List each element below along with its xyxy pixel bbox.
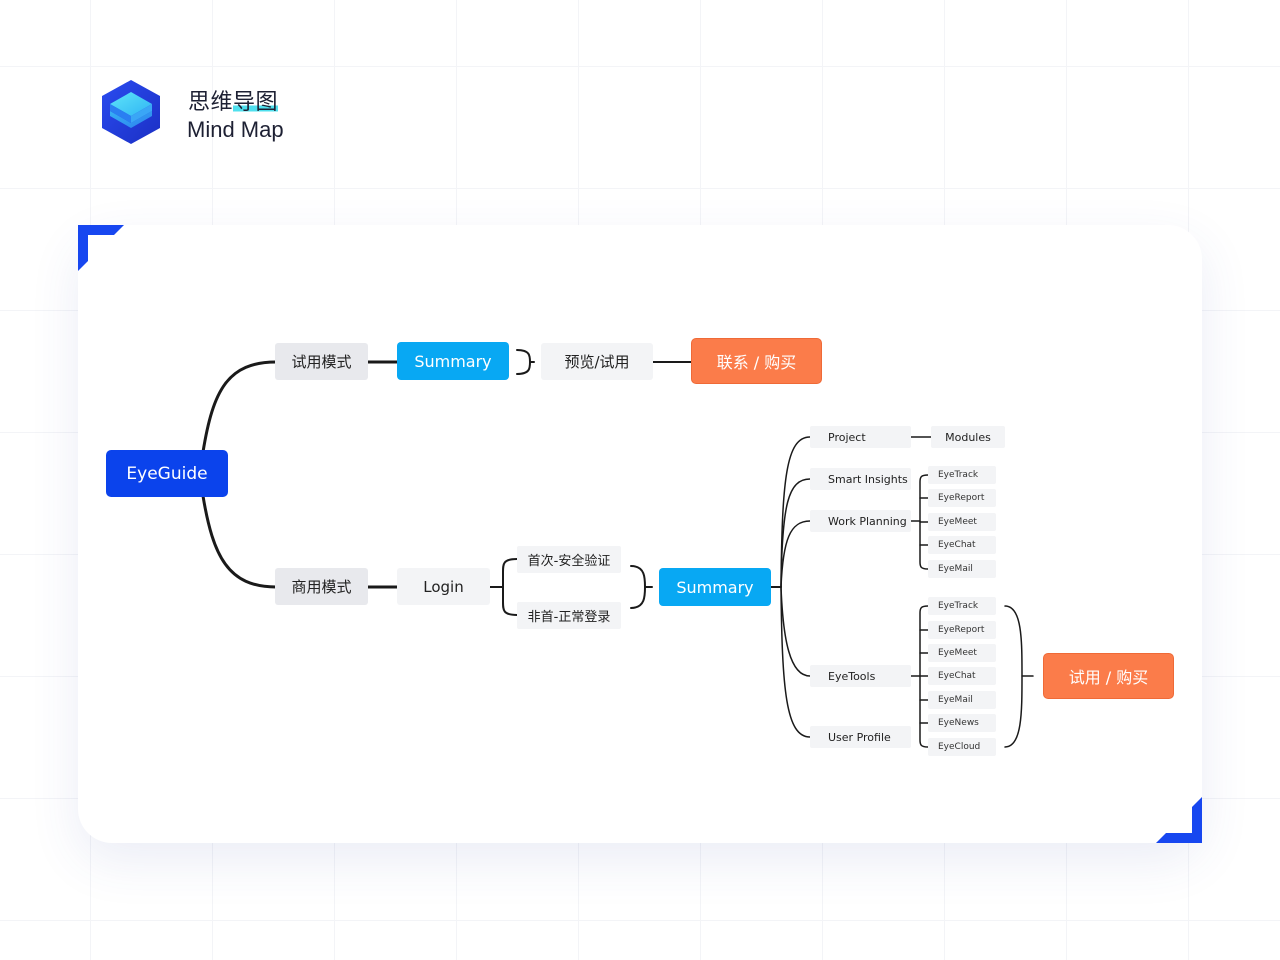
group2-eyemail-node[interactable]: EyeMail — [928, 691, 996, 709]
group1-eyemail-node[interactable]: EyeMail — [928, 560, 996, 578]
mindmap-card — [78, 225, 1202, 843]
page-title-en: Mind Map — [187, 117, 284, 142]
group2-eyemeet-node[interactable]: EyeMeet — [928, 644, 996, 662]
trial-buy-button[interactable]: 试用 / 购买 — [1043, 653, 1174, 699]
commercial-summary-node[interactable]: Summary — [659, 568, 771, 606]
first-login-node[interactable]: 首次-安全验证 — [517, 546, 621, 573]
root-node[interactable]: EyeGuide — [106, 450, 228, 497]
group2-eyenews-node[interactable]: EyeNews — [928, 714, 996, 732]
contact-buy-button[interactable]: 联系 / 购买 — [691, 338, 822, 384]
login-node[interactable]: Login — [397, 568, 490, 605]
eyetools-node[interactable]: EyeTools — [810, 665, 911, 687]
group1-eyetrack-node[interactable]: EyeTrack — [928, 466, 996, 484]
trial-summary-node[interactable]: Summary — [397, 342, 509, 380]
group1-eyereport-node[interactable]: EyeReport — [928, 489, 996, 507]
commercial-mode-node[interactable]: 商用模式 — [275, 568, 368, 605]
title-cn-part1: 思维 — [188, 90, 234, 115]
group1-eyechat-node[interactable]: EyeChat — [928, 536, 996, 554]
corner-bracket-top-left — [78, 225, 124, 271]
group2-eyetrack-node[interactable]: EyeTrack — [928, 597, 996, 615]
page-title-cn: 思维导图 — [188, 84, 279, 116]
trial-mode-node[interactable]: 试用模式 — [275, 343, 368, 380]
normal-login-node[interactable]: 非首-正常登录 — [517, 602, 621, 629]
project-node[interactable]: Project — [810, 426, 911, 448]
title-cn-highlight: 导图 — [233, 90, 279, 115]
corner-bracket-bottom-right — [1156, 797, 1202, 843]
modules-node[interactable]: Modules — [931, 426, 1005, 448]
user-profile-node[interactable]: User Profile — [810, 726, 911, 748]
mind-map-logo-icon — [102, 80, 160, 144]
group2-eyereport-node[interactable]: EyeReport — [928, 621, 996, 639]
group1-eyemeet-node[interactable]: EyeMeet — [928, 513, 996, 531]
smart-insights-node[interactable]: Smart Insights — [810, 468, 911, 490]
work-planning-node[interactable]: Work Planning — [810, 510, 911, 532]
preview-trial-node[interactable]: 预览/试用 — [541, 343, 653, 380]
group2-eyecloud-node[interactable]: EyeCloud — [928, 738, 996, 756]
group2-eyechat-node[interactable]: EyeChat — [928, 667, 996, 685]
